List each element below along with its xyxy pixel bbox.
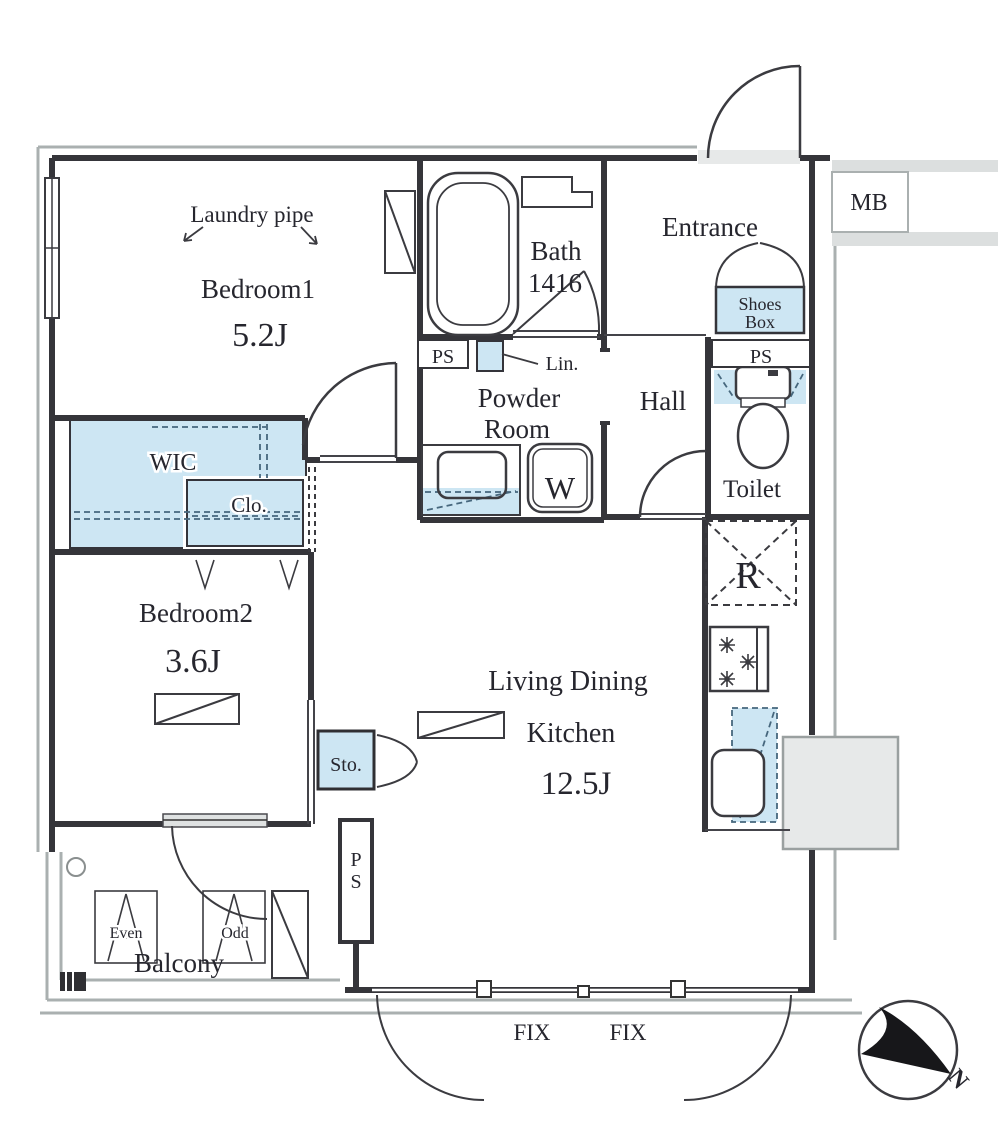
vanity-dashes	[425, 490, 518, 511]
structural-column	[781, 735, 900, 851]
balcony-divider-hatch	[60, 972, 86, 991]
storage-box	[316, 729, 376, 791]
mb-niche-bottom	[832, 232, 998, 246]
ps-entrance-label: PS	[750, 346, 772, 368]
hall-label: Hall	[640, 386, 687, 416]
toilet-counter-dashes	[717, 373, 804, 399]
toilet-label: Toilet	[723, 476, 781, 503]
storage-doors	[376, 734, 418, 788]
entrance-threshold	[698, 150, 800, 164]
powder-room-label-1: Powder	[478, 383, 561, 413]
ldk-window-door-right-swing	[683, 994, 792, 1101]
ps-shaft-entrance	[711, 339, 811, 368]
ldk-label-2: Kitchen	[527, 718, 616, 749]
kitchen-sink	[710, 748, 766, 818]
bath-label: Bath	[531, 236, 582, 266]
left-window	[44, 177, 60, 319]
fix-right-label: FIX	[609, 1020, 646, 1045]
vanity	[421, 444, 521, 516]
fixture-fills	[69, 285, 806, 822]
shaft-bedroom2	[154, 693, 240, 725]
powder-room-label-2: Room	[484, 414, 550, 444]
drying-stand-odd-label: Odd	[221, 925, 249, 942]
entrance-label: Entrance	[662, 212, 758, 242]
bedroom2-size: 3.6J	[165, 643, 221, 680]
mb-niche-top	[832, 160, 998, 172]
ldk-window-door-left-swing	[376, 994, 485, 1101]
ldk-size: 12.5J	[541, 766, 612, 802]
compass-needle	[861, 1007, 951, 1074]
storage-label: Sto.	[330, 754, 362, 776]
ldk-label-1: Living Dining	[488, 666, 647, 697]
shaft-ldk	[417, 711, 505, 739]
ps-balcony-label-1: P	[350, 849, 361, 871]
fix-window-band	[372, 980, 798, 998]
bathtub	[426, 171, 520, 337]
shoes-box	[714, 285, 806, 335]
balcony-label: Balcony	[134, 948, 224, 978]
ps-shaft-bath	[417, 339, 469, 369]
drying-stand-even-box	[94, 890, 158, 964]
refrigerator-label: R	[735, 555, 761, 597]
linen-cabinet	[476, 340, 504, 372]
bedroom1-size: 5.2J	[232, 317, 288, 354]
thin-partitions	[307, 330, 790, 831]
bedroom1-door-swing	[301, 361, 398, 458]
compass-circle	[857, 999, 959, 1101]
closet-area	[186, 479, 304, 547]
wic-rails	[74, 424, 302, 520]
entrance-door-swing	[706, 64, 802, 159]
wic-label: WIC	[150, 450, 197, 476]
shaft-symbols	[154, 190, 505, 979]
linen-label: Lin.	[546, 353, 579, 375]
ps-bath-label: PS	[432, 346, 454, 368]
toilet-fixture	[734, 365, 792, 470]
laundry-pipe-leader-right	[300, 226, 318, 245]
bedroom1-label: Bedroom1	[201, 274, 315, 304]
shoes-box-label-1: Shoes	[738, 294, 781, 314]
shoes-box-label-2: Box	[745, 312, 775, 332]
sliding-partition	[307, 700, 315, 824]
balcony-items	[66, 857, 266, 964]
shaft-bedroom1	[384, 190, 416, 274]
linen-leader	[501, 353, 539, 365]
drying-stand-odd-box	[202, 890, 266, 964]
labels-layer: Laundry pipe Bedroom1 5.2J Bath 1416 Ent…	[107, 190, 888, 1045]
meter-box-label: MB	[850, 190, 887, 216]
hanger-marks	[195, 559, 299, 591]
laundry-pipe-label: Laundry pipe	[190, 202, 313, 227]
drain-circle	[66, 857, 86, 877]
meter-box	[831, 171, 909, 233]
bath-size: 1416	[528, 268, 582, 298]
building-outline	[36, 145, 862, 1015]
stove	[708, 625, 770, 693]
shoes-box-doors	[715, 242, 805, 290]
closet-label: Clo.	[231, 493, 267, 517]
hall-door-swing	[638, 449, 707, 518]
ps-balcony-label-2: S	[350, 871, 361, 893]
shaft-balcony	[271, 890, 309, 979]
doors	[171, 64, 805, 1101]
bedroom2-balcony-door-swing	[171, 825, 268, 920]
laundry-pipe-leader-left	[183, 226, 204, 242]
bath-counter	[521, 176, 593, 208]
washing-machine-label: W	[545, 470, 576, 506]
drying-stand-even-label: Even	[110, 925, 143, 942]
washing-machine-space	[526, 442, 594, 514]
balcony-sliding-door	[162, 813, 268, 828]
bedroom2-label: Bedroom2	[139, 598, 253, 628]
ps-shaft-balcony	[338, 818, 374, 944]
bath-door-swing	[512, 270, 601, 335]
refrigerator-space	[705, 520, 797, 606]
fix-left-label: FIX	[513, 1020, 550, 1045]
annotation-leaders	[183, 226, 539, 365]
